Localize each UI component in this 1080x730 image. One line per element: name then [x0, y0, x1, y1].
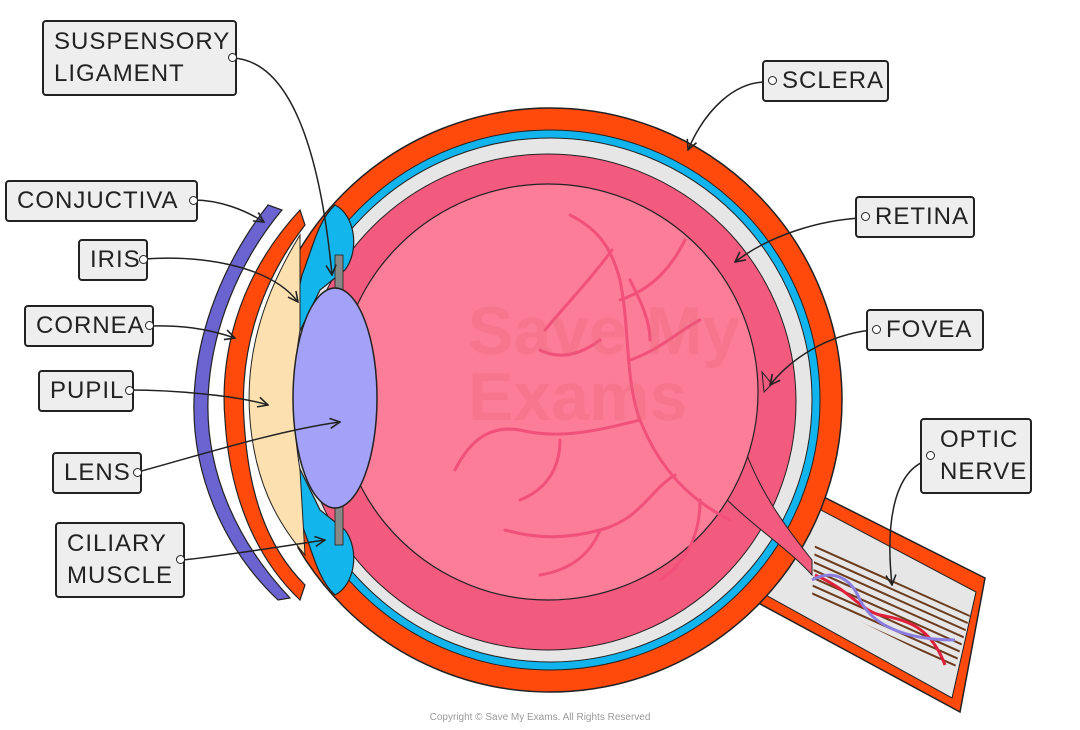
tag-hole-icon	[189, 196, 198, 205]
label-cornea: CORNEA	[24, 305, 154, 347]
label-suspensory-ligament: SUSPENSORY LIGAMENT	[42, 20, 237, 96]
label-text: CONJUCTIVA	[17, 187, 179, 214]
fovea-pit	[761, 370, 773, 394]
tag-hole-icon	[133, 468, 142, 477]
copyright-notice: Copyright © Save My Exams. All Rights Re…	[429, 712, 651, 723]
label-text: NERVE	[940, 458, 1028, 485]
label-text: OPTIC	[940, 426, 1019, 453]
label-iris: IRIS	[78, 239, 148, 281]
label-text: CILIARY	[67, 530, 167, 557]
label-ciliary-muscle: CILIARY MUSCLE	[55, 522, 185, 598]
blood-vessels	[453, 213, 732, 582]
label-sclera: SCLERA	[762, 60, 889, 102]
tag-hole-icon	[872, 325, 881, 334]
label-pupil: PUPIL	[38, 370, 134, 412]
label-text: SCLERA	[782, 67, 885, 94]
label-text: CORNEA	[36, 312, 145, 339]
iris-lower	[289, 464, 355, 596]
label-text: SUSPENSORY	[54, 28, 231, 55]
vein-line	[811, 573, 956, 642]
tag-hole-icon	[125, 386, 134, 395]
label-text: LIGAMENT	[54, 60, 185, 87]
tag-hole-icon	[145, 321, 154, 330]
tag-hole-icon	[861, 212, 870, 221]
lens	[292, 287, 378, 509]
pointer-arrows	[129, 57, 929, 585]
label-conjuctiva: CONJUCTIVA	[5, 180, 198, 222]
label-text: LENS	[64, 459, 131, 486]
tag-hole-icon	[176, 555, 185, 564]
tag-hole-icon	[139, 255, 148, 264]
label-text: FOVEA	[886, 316, 973, 343]
label-text: IRIS	[90, 246, 141, 273]
tag-hole-icon	[768, 76, 777, 85]
cornea-band	[223, 208, 306, 602]
tag-hole-icon	[228, 53, 237, 62]
label-text: MUSCLE	[67, 562, 174, 589]
label-text: PUPIL	[50, 377, 125, 404]
label-optic-nerve: OPTIC NERVE	[920, 418, 1032, 494]
label-lens: LENS	[52, 452, 142, 494]
tag-hole-icon	[926, 451, 935, 460]
label-retina: RETINA	[855, 196, 975, 238]
label-text: RETINA	[875, 203, 970, 230]
conjunctiva-band	[193, 204, 292, 601]
label-fovea: FOVEA	[866, 309, 984, 351]
